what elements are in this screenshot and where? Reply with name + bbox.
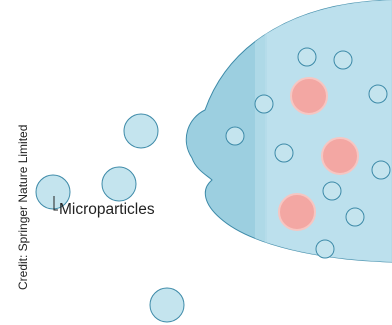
- vesicle: [279, 194, 315, 230]
- vesicle: [322, 138, 358, 174]
- particle: [298, 48, 316, 66]
- particle: [255, 95, 273, 113]
- vesicle: [291, 78, 327, 114]
- microparticle: [102, 167, 136, 201]
- particle: [275, 144, 293, 162]
- particle: [316, 240, 334, 258]
- particle: [334, 51, 352, 69]
- particle: [372, 161, 390, 179]
- particle: [323, 182, 341, 200]
- microparticles: [36, 114, 184, 322]
- particle: [226, 127, 244, 145]
- microparticle: [150, 288, 184, 322]
- credit-text: Credit: Springer Nature Limited: [16, 125, 30, 290]
- particle: [369, 85, 387, 103]
- microparticle: [124, 114, 158, 148]
- particle: [346, 208, 364, 226]
- microparticles-label: Microparticles: [59, 201, 155, 218]
- cell-cytoplasm-light: [255, 0, 392, 262]
